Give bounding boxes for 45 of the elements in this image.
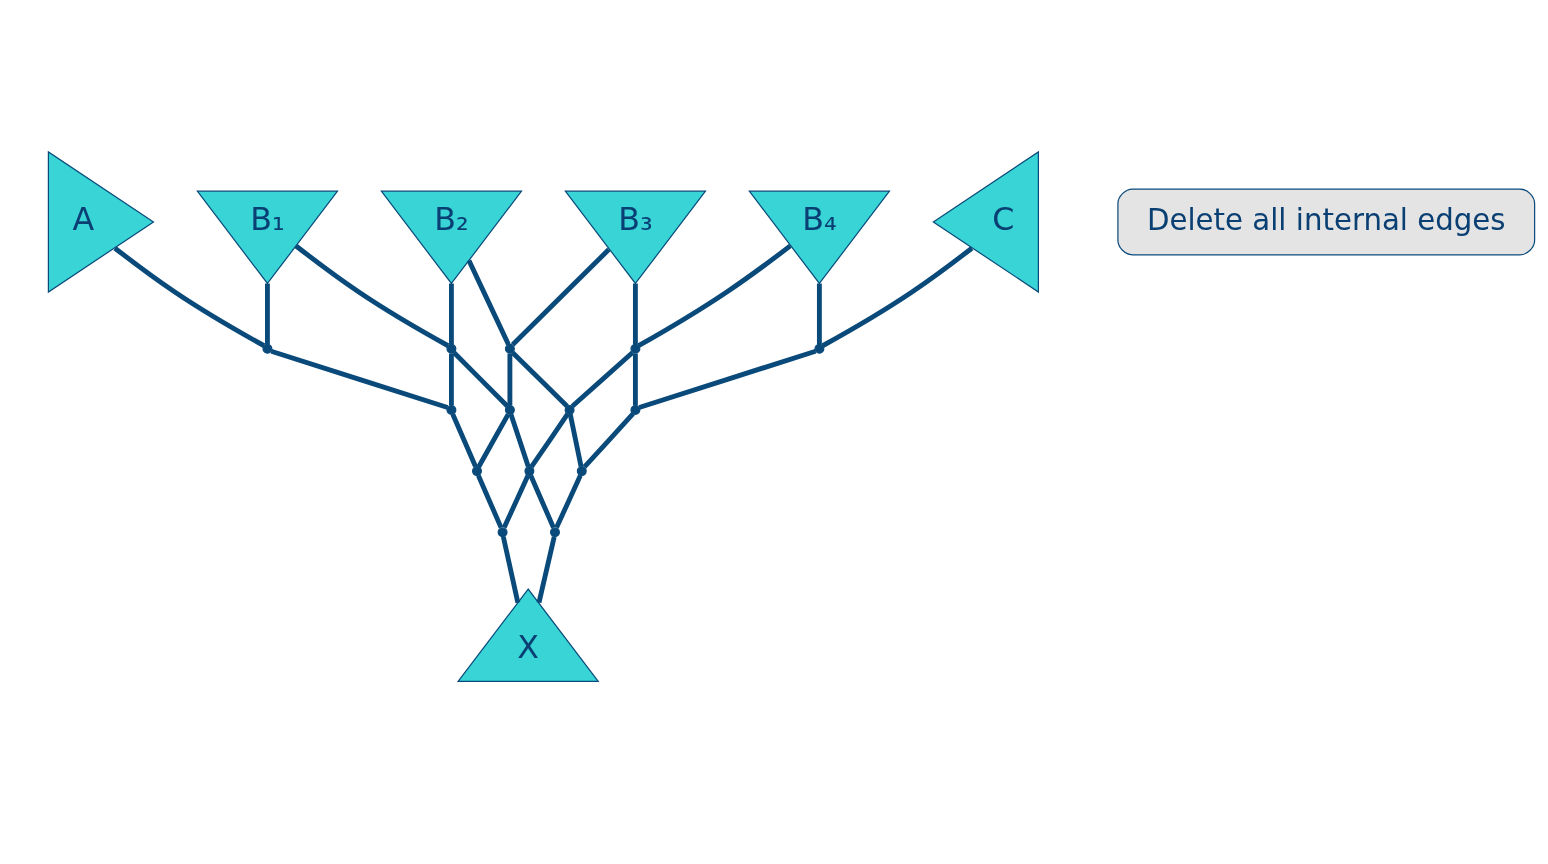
connector	[510, 247, 611, 347]
node-point	[630, 343, 641, 354]
connector	[510, 350, 569, 408]
connector	[265, 283, 270, 345]
connector	[632, 283, 638, 345]
node-point	[504, 343, 515, 354]
node-point	[446, 343, 457, 354]
node-point	[446, 404, 457, 415]
connector	[508, 413, 531, 468]
connector	[448, 283, 454, 345]
connector	[582, 412, 635, 469]
connector	[507, 353, 513, 406]
connector	[816, 283, 822, 345]
connector	[466, 259, 511, 346]
node-point	[564, 404, 575, 415]
connector	[536, 536, 557, 604]
connector	[554, 474, 583, 529]
node-point	[262, 343, 273, 354]
connector	[638, 348, 817, 410]
connector	[632, 353, 638, 406]
connector	[500, 536, 521, 604]
node-point	[576, 466, 587, 477]
connector	[294, 244, 450, 348]
connector	[476, 413, 511, 469]
node-point	[630, 404, 641, 415]
connector	[821, 246, 974, 348]
node-point	[524, 466, 535, 477]
connector	[567, 413, 584, 467]
node-point	[472, 466, 482, 477]
node-point	[497, 527, 508, 538]
connector	[528, 474, 556, 529]
node-point	[814, 343, 825, 354]
connector	[529, 412, 570, 469]
node-point	[550, 527, 560, 538]
connector	[501, 474, 531, 529]
connector	[452, 350, 510, 408]
connector	[270, 348, 449, 410]
connector	[476, 474, 504, 529]
node-point	[504, 404, 515, 415]
connector	[570, 350, 635, 409]
connector	[637, 243, 792, 348]
connector	[448, 353, 454, 406]
connector	[450, 413, 478, 468]
connector	[113, 246, 266, 348]
node-box: Delete all internal edges	[1117, 188, 1536, 256]
